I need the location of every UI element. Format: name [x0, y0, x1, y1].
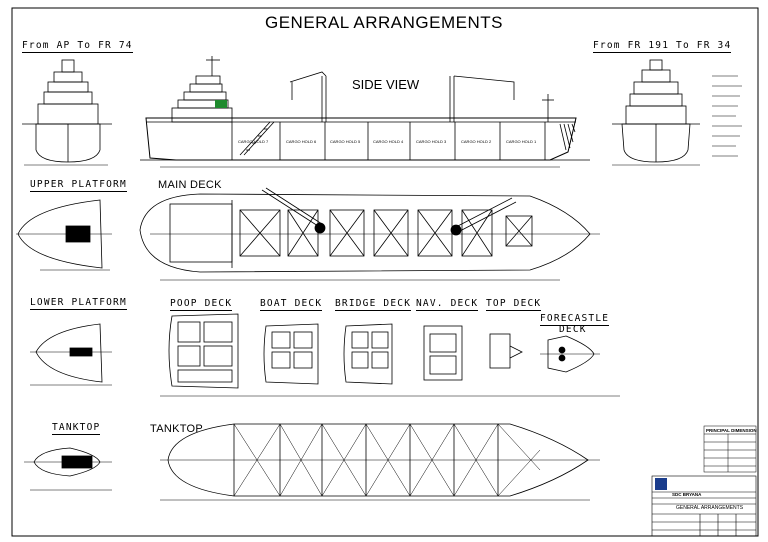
tanktop-label: TANKTOP	[150, 423, 204, 435]
principal-dimension-table	[703, 425, 757, 473]
lower-platform-plan	[30, 323, 112, 386]
boat-deck-label: BOAT DECK	[260, 298, 323, 311]
hold-label: CARGO HOLD 4	[373, 139, 404, 144]
tanktop-small-plan	[24, 447, 112, 491]
aft-end-view	[22, 59, 112, 166]
main-deck-plan	[139, 187, 600, 281]
bridge-deck-label: BRIDGE DECK	[335, 298, 412, 311]
drawing-title: GENERAL ARRANGEMENTS	[265, 13, 503, 32]
principal-dimension-title: PRINCIPAL DIMENSION	[706, 428, 757, 433]
nav-deck-plan	[423, 325, 463, 381]
fwd-view-label: From FR 191 To FR 34	[593, 40, 732, 53]
forecastle-label: FORECASTLE	[540, 313, 610, 326]
sheet-border	[11, 7, 759, 537]
main-deck-label: MAIN DECK	[158, 179, 222, 191]
hold-label: CARGO HOLD 1	[506, 139, 537, 144]
drawing-name: GENERAL ARRANGEMENTS	[676, 505, 744, 511]
lower-platform-label: LOWER PLATFORM	[30, 297, 127, 310]
poop-deck-plan	[168, 313, 239, 389]
side-view-drawing	[140, 56, 590, 168]
forward-end-view	[612, 59, 700, 166]
upper-platform-label: UPPER PLATFORM	[30, 179, 127, 192]
hold-label: CARGO HOLD 7	[238, 139, 269, 144]
boat-deck-plan	[263, 323, 319, 385]
company-logo	[655, 478, 667, 490]
forecastle-label-2: DECK	[559, 324, 587, 335]
forecastle-deck-plan	[540, 335, 600, 373]
top-deck-label: TOP DECK	[486, 298, 542, 311]
hold-label: CARGO HOLD 5	[330, 139, 361, 144]
hold-label: CARGO HOLD 2	[461, 139, 492, 144]
side-view-label: SIDE VIEW	[352, 77, 420, 92]
legend-lines	[712, 75, 742, 157]
hold-label: CARGO HOLD 3	[416, 139, 447, 144]
bridge-deck-plan	[343, 323, 393, 385]
title-block	[651, 475, 757, 537]
nav-deck-label: NAV. DECK	[416, 298, 479, 311]
poop-deck-label: POOP DECK	[170, 298, 233, 311]
tanktop-small-label: TANKTOP	[52, 422, 101, 435]
tanktop-plan	[160, 423, 600, 501]
aft-view-label: From AP To FR 74	[22, 40, 133, 53]
yard-name: SDC BRYANA	[672, 492, 702, 497]
top-deck-plan	[489, 333, 523, 369]
upper-platform-plan	[16, 199, 112, 271]
hold-label: CARGO HOLD 6	[286, 139, 317, 144]
